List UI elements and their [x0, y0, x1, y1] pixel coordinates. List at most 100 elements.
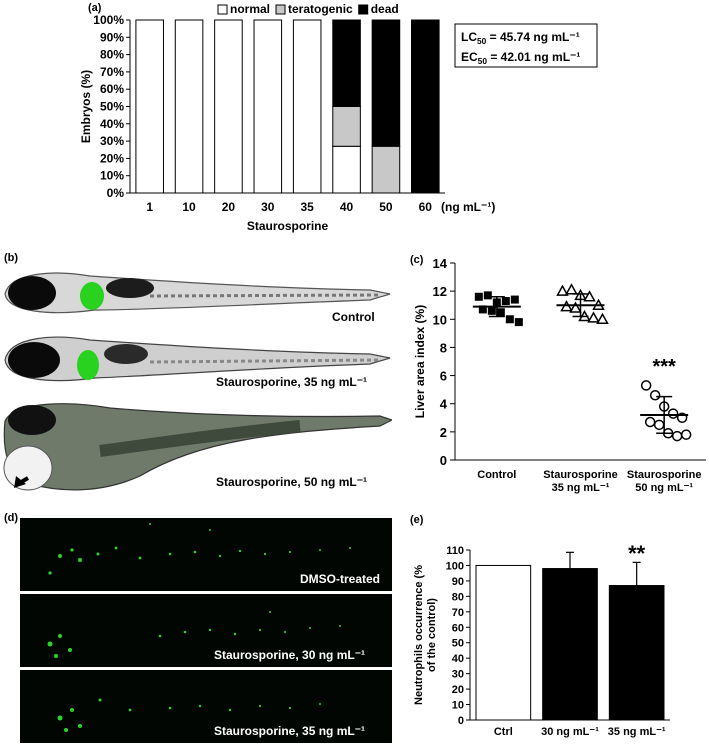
fluorescence-caption-30: Staurosporine, 30 ng mL⁻¹ — [214, 648, 366, 662]
y-tick-label: 30 — [452, 669, 464, 681]
legend-swatch-dead — [358, 4, 369, 15]
x-tick-label: 40 — [340, 200, 354, 214]
legend-swatch-normal — [217, 4, 228, 15]
data-point — [653, 419, 665, 431]
data-point — [501, 296, 510, 305]
panel-d-label: (d) — [4, 512, 19, 524]
data-point — [587, 311, 600, 323]
y-tick-label: 50% — [100, 100, 124, 114]
data-point — [583, 290, 596, 302]
bar-normal-35 — [292, 19, 322, 194]
x-unit-label: (ng mL⁻¹) — [441, 200, 495, 214]
annotation-ec50: EC50 = 42.01 ng mL⁻¹ — [461, 50, 580, 66]
fluorescence-caption-dmso: DMSO-treated — [300, 572, 381, 586]
bar-teratogenic-40 — [332, 106, 361, 147]
data-point — [649, 390, 661, 401]
data-point — [496, 308, 505, 317]
x-tick-label: 10 — [182, 200, 196, 214]
data-point — [667, 408, 679, 419]
y-tick-label: 12 — [433, 284, 447, 299]
data-point — [671, 430, 683, 442]
y-tick-label: 80% — [100, 48, 124, 62]
panel-e-label: (e) — [410, 514, 424, 526]
fluorescence-image-35 — [20, 670, 392, 743]
bar-normal-40 — [332, 145, 361, 194]
y-tick-label: 40% — [100, 117, 124, 131]
y-tick-label: 60 — [452, 622, 464, 634]
data-point — [644, 416, 656, 428]
x-tick-label: 35 — [301, 200, 315, 214]
data-point — [680, 429, 692, 440]
bar-normal-20 — [214, 19, 243, 194]
x-tick-label: Staurosporine — [543, 469, 618, 481]
x-tick-label: Control — [477, 469, 516, 481]
fish-caption-50: Staurosporine, 50 ng mL⁻¹ — [216, 475, 368, 489]
legend-label-teratogenic: teratogenic — [288, 2, 353, 16]
y-tick-label: 80 — [452, 591, 464, 603]
x-tick-label: 30 ng mL⁻¹ — [541, 726, 599, 738]
y-tick-label: 40 — [452, 653, 464, 665]
panel-c-label: (c) — [410, 254, 424, 266]
y-tick-label: 4 — [440, 397, 448, 412]
bar-normal-30 — [253, 19, 283, 194]
y-tick-label: 70 — [452, 607, 464, 619]
y-tick-label: 10% — [100, 169, 124, 183]
x-tick-label: 35 ng mL⁻¹ — [608, 726, 666, 738]
bar-teratogenic-50 — [371, 145, 401, 194]
bar-normal-10 — [174, 19, 204, 194]
legend-label-dead: dead — [371, 2, 399, 16]
significance-annotation: *** — [652, 356, 676, 378]
data-point — [596, 312, 609, 325]
x-tick-label: 30 — [261, 200, 275, 214]
x-axis-label: Staurosporine — [247, 219, 329, 233]
y-tick-label: 10 — [433, 312, 447, 327]
y-tick-label: 0% — [107, 186, 125, 200]
fish-image-35 — [0, 330, 392, 394]
data-point — [514, 318, 523, 327]
data-point — [505, 315, 514, 324]
bar-30 ng mL⁻¹ — [542, 568, 598, 721]
x-tick-label: Ctrl — [494, 726, 513, 738]
data-point — [483, 291, 492, 300]
fish-caption-control: Control — [332, 310, 375, 324]
annotation-box — [454, 23, 598, 68]
y-tick-label: 100% — [93, 13, 124, 27]
y-tick-label: 14 — [433, 256, 448, 271]
data-point — [487, 306, 496, 315]
panel-a-label: (a) — [88, 2, 102, 14]
y-tick-label: 30% — [100, 134, 124, 148]
data-point — [510, 295, 519, 304]
y-tick-label: 20 — [452, 684, 464, 696]
x-tick-label: 50 ng mL⁻¹ — [635, 482, 693, 494]
legend-label-normal: normal — [230, 2, 270, 16]
bar-dead-40 — [332, 19, 361, 107]
legend-swatch-teratogenic — [275, 4, 286, 15]
bar-35 ng mL⁻¹ — [608, 585, 665, 721]
y-tick-label: 50 — [452, 638, 464, 650]
y-axis-label: Embryos (%) — [79, 70, 93, 143]
bar-dead-60 — [411, 19, 440, 194]
x-tick-label: 35 ng mL⁻¹ — [552, 482, 610, 494]
data-point — [569, 301, 582, 313]
data-point — [478, 305, 487, 314]
y-tick-label: 10 — [452, 700, 464, 712]
x-tick-label: Staurosporine — [627, 469, 702, 481]
y-tick-label: 90% — [100, 30, 124, 44]
fish-caption-35: Staurosporine, 35 ng mL⁻¹ — [216, 375, 368, 389]
y-tick-label: 6 — [440, 369, 447, 384]
data-point — [556, 284, 569, 296]
x-tick-label: 60 — [419, 200, 433, 214]
annotation-lc50: LC50 = 45.74 ng mL⁻¹ — [461, 30, 580, 46]
fish-image-control — [0, 264, 392, 328]
x-tick-label: 1 — [146, 200, 153, 214]
bar-Ctrl — [475, 564, 532, 721]
y-tick-label: 2 — [440, 425, 447, 440]
x-tick-label: 50 — [379, 200, 393, 214]
fish-image-50 — [0, 396, 392, 498]
y-tick-label: 100 — [446, 560, 464, 572]
y-tick-label: 0 — [440, 453, 447, 468]
y-axis-label-line-1: Neutrophils occurrence (% — [413, 565, 425, 705]
y-tick-label: 110 — [446, 545, 464, 557]
